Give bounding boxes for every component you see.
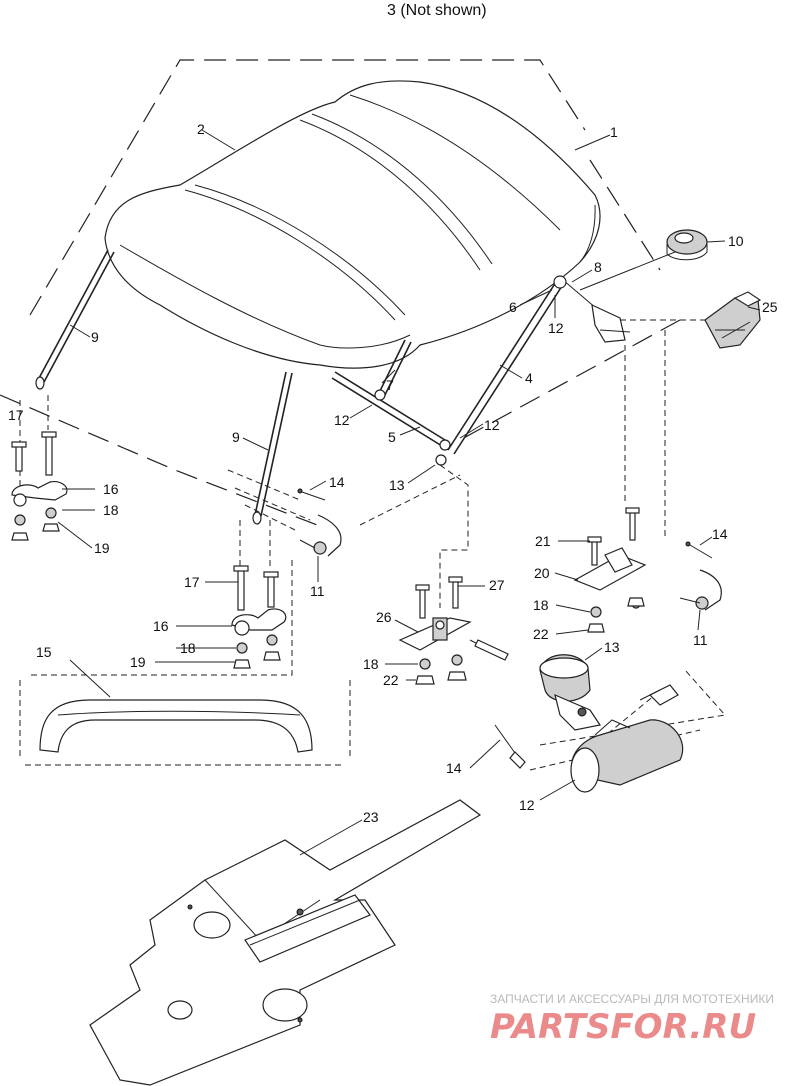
mid-hardware <box>231 565 287 669</box>
callout-11-right: 11 <box>693 632 708 648</box>
watermark-tagline: ЗАПЧАСТИ И АКСЕССУАРЫ ДЛЯ МОТОТЕХНИКИ <box>490 992 774 1006</box>
assembly-boundary <box>0 59 681 531</box>
callout-14-right: 14 <box>712 526 728 542</box>
not-shown-caption: 3 (Not shown) <box>387 2 487 19</box>
center-bracket <box>398 576 509 685</box>
callout-10: 10 <box>728 233 744 249</box>
callout-12-detail: 12 <box>519 797 535 813</box>
callout-5: 5 <box>388 429 396 445</box>
callout-19-mid: 19 <box>130 654 146 670</box>
callout-12-top: 12 <box>548 320 564 336</box>
mid-pin-clip <box>297 488 342 557</box>
callout-18-center: 18 <box>363 656 379 672</box>
front-bow <box>19 680 351 766</box>
callout-12-right: 12 <box>484 417 500 433</box>
callout-18-mid: 18 <box>180 640 196 656</box>
frame-tubes <box>35 249 681 525</box>
leader-lines <box>57 129 761 856</box>
callout-2: 2 <box>197 121 205 137</box>
callout-21: 21 <box>535 533 551 549</box>
callout-25: 25 <box>762 299 778 315</box>
callout-16-left: 16 <box>103 481 119 497</box>
storage-clamp <box>704 291 762 349</box>
callout-18-left: 18 <box>103 502 119 518</box>
callout-15: 15 <box>36 644 52 660</box>
callout-labels: 1 2 4 5 6 7 8 9 9 10 11 11 12 12 12 12 1… <box>8 121 778 825</box>
callout-19-left: 19 <box>94 540 110 556</box>
callout-23: 23 <box>363 809 379 825</box>
callout-4: 4 <box>525 370 533 386</box>
watermark: ЗАПЧАСТИ И АКСЕССУАРЫ ДЛЯ МОТОТЕХНИКИ PA… <box>490 992 774 1047</box>
storage-cover <box>89 799 482 1086</box>
callout-1: 1 <box>610 124 618 140</box>
right-bracket <box>573 507 722 633</box>
end-cap <box>666 229 708 261</box>
callout-22-center: 22 <box>383 672 399 688</box>
callout-14-detail: 14 <box>446 760 462 776</box>
callout-14-mid: 14 <box>329 474 345 490</box>
callout-27: 27 <box>489 577 505 593</box>
callout-12-left: 12 <box>334 412 350 428</box>
left-hardware <box>11 431 68 541</box>
callout-17-mid: 17 <box>184 574 200 590</box>
callout-6: 6 <box>509 299 517 315</box>
callout-9-mid: 9 <box>232 429 240 445</box>
callout-9-left: 9 <box>91 329 99 345</box>
callout-16-mid: 16 <box>153 618 169 634</box>
callout-18-right: 18 <box>533 597 549 613</box>
callout-8: 8 <box>594 259 602 275</box>
callout-22-right: 22 <box>533 626 549 642</box>
callout-7: 7 <box>386 377 394 393</box>
callout-13-top: 13 <box>389 477 405 493</box>
fitting-detail <box>494 654 684 793</box>
callout-26: 26 <box>376 609 392 625</box>
callout-17-left: 17 <box>8 407 24 423</box>
canopy <box>104 80 601 369</box>
callout-20: 20 <box>534 565 550 581</box>
callout-13-detail: 13 <box>604 639 620 655</box>
watermark-logo: PARTSFOR.RU <box>490 1007 756 1047</box>
callout-11-mid: 11 <box>310 583 325 599</box>
